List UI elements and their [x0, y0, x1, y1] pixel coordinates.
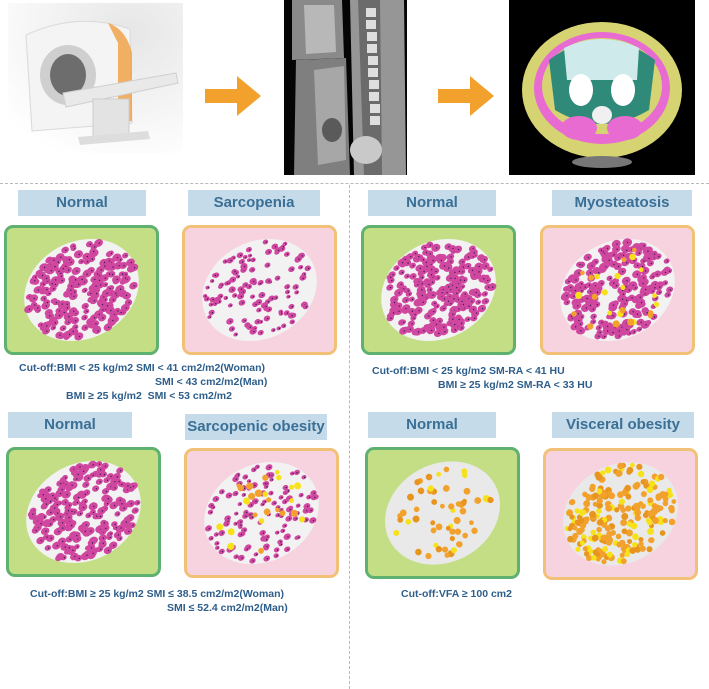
sarcopenia-cutoff-line-2: SMI < 43 cm2/m2(Man): [155, 376, 268, 388]
label-sarcopenia: Sarcopenia: [188, 190, 320, 216]
label-normal: Normal: [18, 190, 146, 216]
sarcopenia-cutoff-line-3: BMI ≥ 25 kg/m2 SMI < 53 cm2/m2: [66, 390, 232, 402]
label-normal-3: Normal: [8, 412, 132, 438]
visceral-obesity-panel: [543, 448, 698, 580]
visceral-obesity-cutoff-line-1: Cut-off:VFA ≥ 100 cm2: [401, 588, 512, 600]
tissue-illustration: [560, 238, 675, 342]
tissue-illustration: [24, 238, 139, 342]
label-myosteatosis: Myosteatosis: [552, 190, 692, 216]
axial-ct-segmentation-image: [509, 0, 695, 175]
label-visceral-obesity: Visceral obesity: [552, 412, 694, 438]
normal-muscle-panel-2: [361, 225, 516, 355]
tissue-illustration: [563, 462, 678, 566]
label-normal-2: Normal: [368, 190, 496, 216]
label-normal-4: Normal: [368, 412, 496, 438]
arrow-icon-2: [438, 76, 494, 116]
sarcopenic-obesity-cutoff-line-2: SMI ≤ 52.4 cm2/m2(Man): [167, 602, 288, 614]
tissue-illustration: [204, 461, 319, 565]
ct-scanner-image: [8, 3, 183, 153]
myosteatosis-cutoff-line-1: Cut-off:BMI < 25 kg/m2 SM-RA < 41 HU: [372, 365, 565, 377]
tissue-illustration: [202, 238, 317, 342]
horizontal-divider: [0, 183, 709, 184]
arrow-icon-1: [205, 76, 261, 116]
sarcopenic-obesity-cutoff-line-1: Cut-off:BMI ≥ 25 kg/m2 SMI ≤ 38.5 cm2/m2…: [30, 588, 285, 600]
tissue-illustration: [385, 461, 500, 565]
vertical-divider: [349, 185, 350, 689]
sagittal-ct-image: [284, 0, 407, 175]
myosteatosis-panel: [540, 225, 695, 355]
normal-fat-panel: [365, 447, 520, 579]
sarcopenia-muscle-panel: [182, 225, 337, 355]
sarcopenic-obesity-panel: [184, 448, 339, 578]
normal-muscle-panel: [4, 225, 159, 355]
tissue-illustration: [381, 238, 497, 342]
tissue-illustration: [26, 460, 141, 564]
myosteatosis-cutoff-line-2: BMI ≥ 25 kg/m2 SM-RA < 33 HU: [438, 379, 593, 391]
label-sarcopenic-obesity: Sarcopenic obesity: [185, 414, 327, 440]
sarcopenia-cutoff-line-1: Cut-off:BMI < 25 kg/m2 SMI < 41 cm2/m2(W…: [19, 362, 266, 374]
normal-muscle-panel-3: [6, 447, 161, 577]
